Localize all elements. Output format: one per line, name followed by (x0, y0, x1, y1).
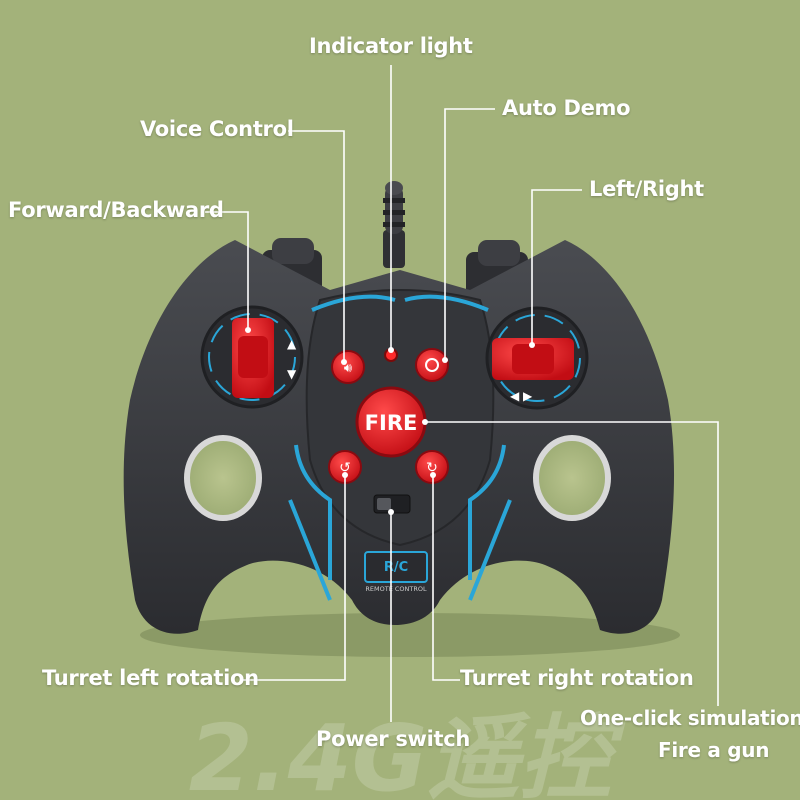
svg-text:▲: ▲ (287, 337, 297, 351)
antenna (383, 181, 405, 268)
label-fire-a-gun: Fire a gun (658, 738, 770, 762)
ground-shadow (140, 613, 680, 657)
label-indicator-light: Indicator light (309, 34, 473, 58)
blue-accents (288, 294, 512, 601)
label-forward-backward: Forward/Backward (8, 198, 224, 222)
auto-demo-button[interactable] (415, 348, 449, 382)
label-left-right: Left/Right (589, 177, 704, 201)
label-power-switch: Power switch (316, 727, 471, 751)
rc-logo: R/C REMOTE CONTROL (364, 551, 428, 593)
rotate-right-icon: ↻ (426, 460, 438, 476)
forward-backward-stick[interactable]: ▲ ▼ (200, 305, 304, 409)
svg-text:◀ ▶: ◀ ▶ (510, 389, 533, 403)
label-one-click-simulation: One-click simulation (580, 706, 800, 730)
left-grip-hole (184, 435, 262, 521)
callout-dots (245, 327, 535, 515)
demo-icon (425, 358, 439, 372)
rc-logo-text: R/C (384, 560, 408, 575)
turret-right-button[interactable]: ↻ (415, 450, 449, 484)
rc-logo-subtext: REMOTE CONTROL (365, 585, 427, 593)
fire-button[interactable]: FIRE (355, 386, 427, 458)
watermark-text: 2.4G遥控 (189, 705, 626, 800)
right-grip-hole (533, 435, 611, 521)
left-right-stick[interactable]: ◀ ▶ (485, 306, 589, 410)
label-turret-right-rotation: Turret right rotation (460, 666, 694, 690)
rotate-left-icon: ↺ (339, 460, 351, 476)
label-turret-left-rotation: Turret left rotation (42, 666, 259, 690)
voice-control-button[interactable]: 🔊︎ (331, 350, 365, 384)
callout-lines (205, 65, 719, 722)
fire-button-label: FIRE (365, 411, 418, 435)
speaker-icon: 🔊︎ (344, 361, 352, 376)
label-auto-demo: Auto Demo (502, 96, 631, 120)
label-voice-control: Voice Control (140, 117, 294, 141)
svg-text:▼: ▼ (287, 367, 297, 381)
